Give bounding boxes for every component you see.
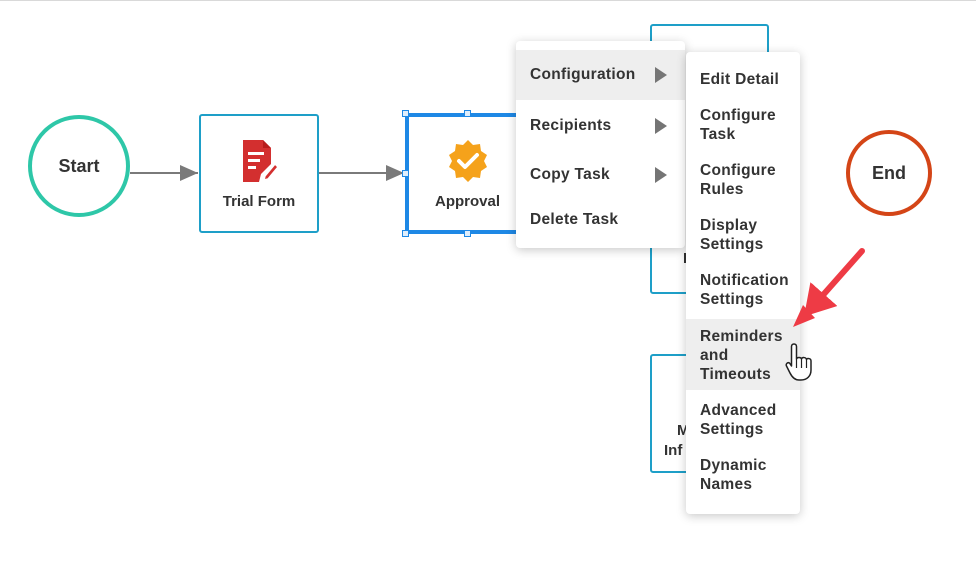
- top-divider: [0, 0, 976, 1]
- menu-item-configuration[interactable]: Configuration: [516, 50, 685, 100]
- submenu-arrow-icon: [655, 118, 667, 134]
- submenu-arrow-icon: [655, 67, 667, 83]
- resize-handle-bm[interactable]: [464, 230, 471, 237]
- submenu-item-label: Configure Rules: [700, 162, 776, 198]
- hidden-task-text-c: Inf: [664, 442, 683, 459]
- submenu-item-label: Reminders and Timeouts: [700, 328, 783, 383]
- start-node[interactable]: Start: [28, 115, 130, 217]
- submenu-item-display-settings[interactable]: Display Settings: [686, 216, 800, 254]
- form-icon: [239, 138, 280, 189]
- hand-pointer-icon: [785, 343, 812, 381]
- task-label: Approval: [434, 192, 500, 210]
- end-node[interactable]: End: [846, 130, 932, 216]
- menu-item-label: Recipients: [530, 117, 612, 134]
- resize-handle-tl[interactable]: [402, 110, 409, 117]
- submenu-item-edit-detail[interactable]: Edit Detail: [686, 70, 800, 89]
- menu-item-delete-task[interactable]: Delete Task: [516, 195, 685, 245]
- submenu-item-label: Notification Settings: [700, 272, 789, 308]
- menu-item-label: Copy Task: [530, 166, 610, 183]
- submenu-item-notification-settings[interactable]: Notification Settings: [686, 271, 800, 309]
- submenu-item-dynamic-names[interactable]: Dynamic Names: [686, 456, 800, 494]
- configuration-submenu: Edit Detail Configure Task Configure Rul…: [686, 52, 800, 514]
- submenu-item-configure-rules[interactable]: Configure Rules: [686, 161, 800, 199]
- menu-item-copy-task[interactable]: Copy Task: [516, 150, 685, 200]
- resize-handle-ml[interactable]: [402, 170, 409, 177]
- submenu-item-label: Display Settings: [700, 217, 764, 253]
- task-context-menu: Configuration Recipients Copy Task Delet…: [516, 41, 685, 248]
- start-label: Start: [58, 155, 100, 176]
- end-label: End: [872, 162, 906, 183]
- submenu-item-configure-task[interactable]: Configure Task: [686, 106, 800, 144]
- submenu-item-reminders-and-timeouts[interactable]: Reminders and Timeouts: [686, 319, 800, 390]
- resize-handle-bl[interactable]: [402, 230, 409, 237]
- menu-item-label: Delete Task: [530, 211, 619, 228]
- hidden-task-text-a: I: [683, 250, 687, 267]
- menu-item-label: Configuration: [530, 66, 636, 83]
- submenu-item-advanced-settings[interactable]: Advanced Settings: [686, 401, 800, 439]
- task-trial-form[interactable]: Trial Form: [199, 114, 319, 233]
- submenu-item-label: Advanced Settings: [700, 402, 777, 438]
- submenu-item-label: Configure Task: [700, 107, 776, 143]
- task-label: Trial Form: [222, 192, 296, 210]
- task-approval[interactable]: Approval: [405, 113, 530, 234]
- menu-item-recipients[interactable]: Recipients: [516, 101, 685, 151]
- submenu-item-label: Edit Detail: [700, 71, 780, 88]
- submenu-item-label: Dynamic Names: [700, 457, 767, 493]
- submenu-arrow-icon: [655, 167, 667, 183]
- resize-handle-tm[interactable]: [464, 110, 471, 117]
- verified-badge-icon: [445, 138, 491, 189]
